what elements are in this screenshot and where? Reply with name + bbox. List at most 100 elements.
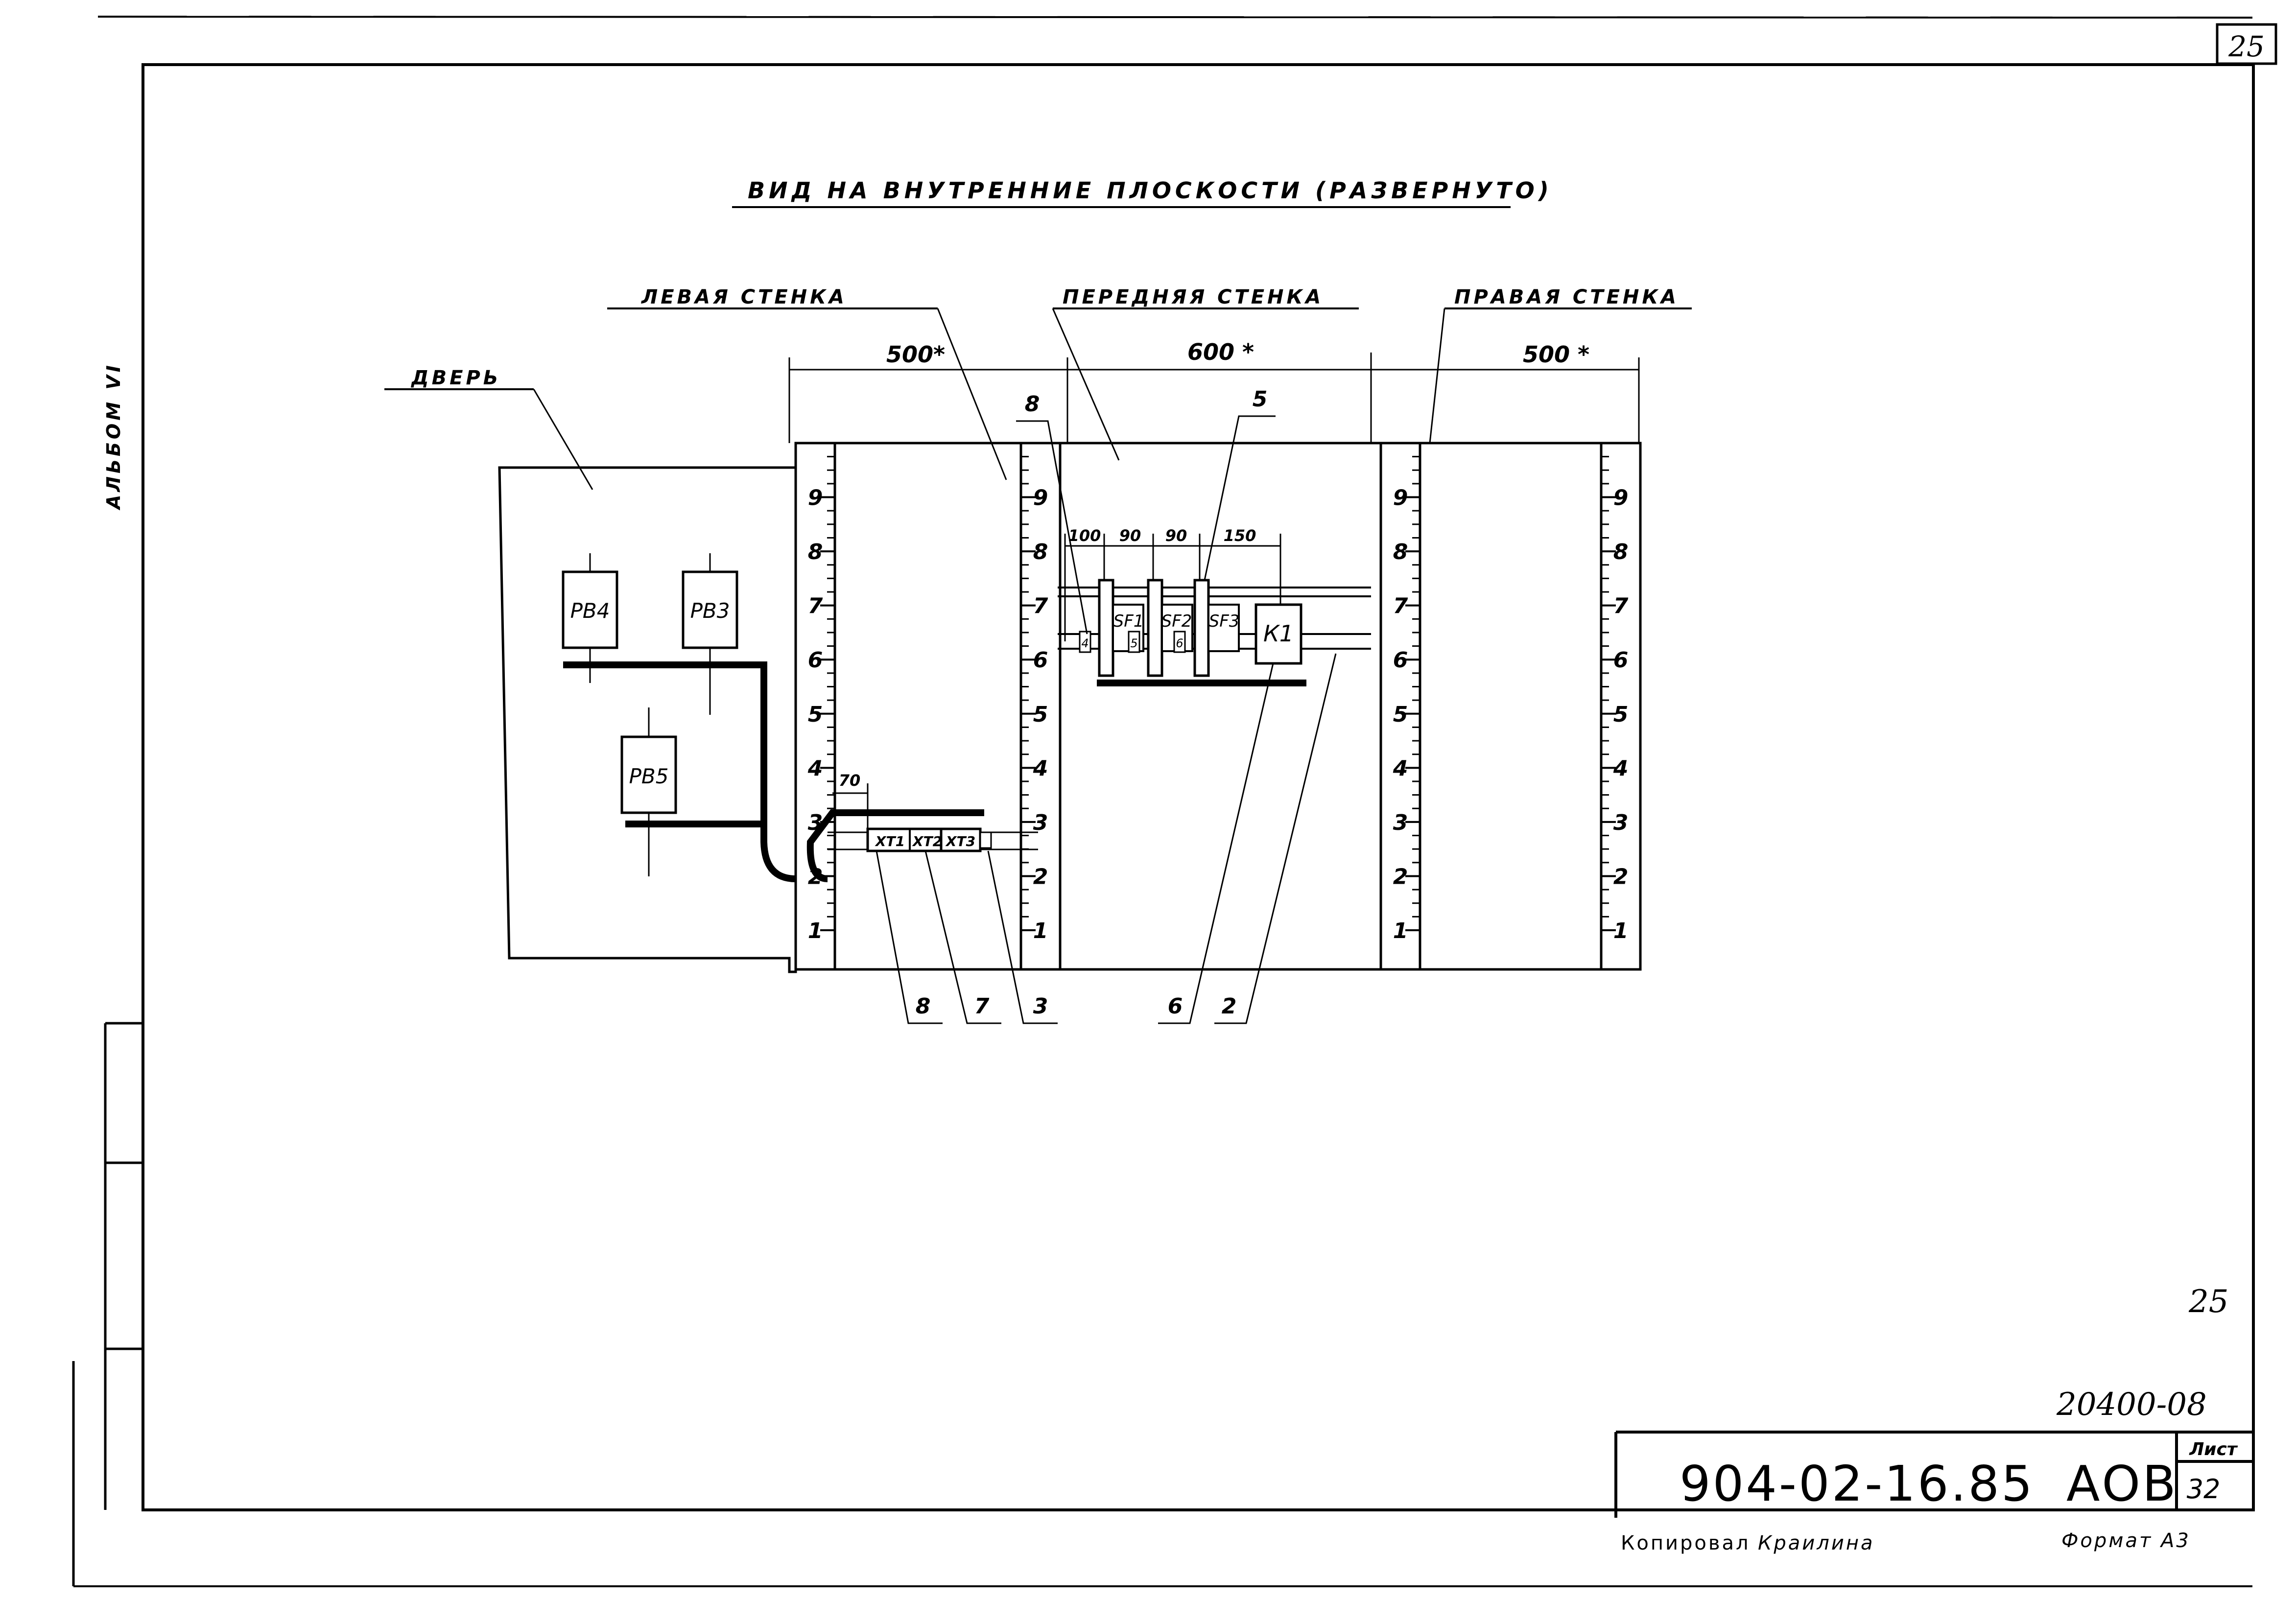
scale-mark: 1: [1613, 918, 1629, 943]
sheet-label: Лист: [2189, 1439, 2238, 1459]
device-pb5-label: РВ5: [629, 764, 669, 788]
device-pb5: РВ5: [620, 707, 677, 876]
scale-strip-right-a: 1 2 3 4 5 6 7 8 9: [1379, 442, 1421, 971]
scale-mark: 6: [1393, 648, 1408, 673]
scale-mark: 8: [1613, 540, 1629, 565]
left-margin-stamp: [72, 1022, 143, 1586]
leader-lines: [533, 308, 1445, 1024]
spacing-90-a: 90: [1119, 526, 1141, 545]
callout-bottom-7: 7: [974, 994, 990, 1019]
scale-mark: 9: [1393, 486, 1408, 511]
breaker-sf3-label: SF3: [1209, 612, 1240, 631]
scale-mark: 6: [808, 648, 823, 673]
svg-text:6: 6: [1176, 636, 1183, 650]
scale-mark: 9: [1613, 486, 1629, 511]
scale-mark: 7: [1033, 594, 1048, 619]
terminal-xt3: ХТ3: [945, 833, 975, 849]
component-spacing-dims: [1064, 534, 1281, 641]
scale-mark: 6: [1033, 648, 1048, 673]
scale-mark: 4: [1033, 756, 1048, 781]
archive-number: 20400-08: [2056, 1387, 2207, 1423]
small-marks: 4 5 6: [1079, 631, 1186, 653]
scale-mark: 2: [1393, 864, 1408, 889]
spacing-90-b: 90: [1165, 526, 1187, 545]
scale-mark: 8: [808, 540, 823, 565]
scale-mark: 7: [808, 594, 823, 619]
album-label: АЛЬБОМ VI: [103, 362, 124, 511]
scale-mark: 2: [1613, 864, 1629, 889]
scale-mark: 4: [1613, 756, 1629, 781]
scale-mark: 3: [1393, 810, 1408, 835]
format-label: Формат А3: [2061, 1529, 2191, 1552]
contactor-k1-label: К1: [1263, 620, 1294, 647]
sheet-frame: [142, 63, 2255, 1511]
scale-mark: 4: [807, 756, 823, 781]
svg-text:5: 5: [1130, 636, 1137, 650]
scale-mark: 7: [1613, 594, 1629, 619]
scale-mark: 8: [1033, 540, 1048, 565]
scale-mark: 5: [1613, 702, 1629, 727]
breaker-sf1-label: SF1: [1113, 612, 1144, 631]
callout-bottom-3: 3: [1033, 994, 1048, 1019]
scale-mark: 6: [1613, 648, 1629, 673]
title-block: [1614, 1431, 2253, 1518]
scale-mark: 1: [808, 918, 823, 943]
spacing-100: 100: [1068, 526, 1101, 545]
dimension-line: [788, 353, 1640, 443]
scale-mark: 1: [1033, 918, 1048, 943]
scale-mark: 2: [1033, 864, 1048, 889]
scale-mark: 9: [1033, 486, 1048, 511]
callout-bottom-6: 6: [1168, 994, 1183, 1019]
contactor-k1: К1: [1255, 603, 1302, 665]
scale-mark: 7: [1393, 594, 1408, 619]
diagram-title: ВИД НА ВНУТРЕННИЕ ПЛОСКОСТИ (РАЗВЕРНУТО): [748, 177, 1553, 204]
terminal-offset-dim: [832, 783, 869, 829]
device-pb4-label: РВ4: [570, 599, 610, 623]
device-pb3: РВ3: [682, 553, 738, 715]
cable-bundle-door: [563, 661, 984, 882]
scale-mark: 3: [1033, 810, 1048, 835]
device-pb3-label: РВ3: [690, 599, 730, 623]
copier-name: Краилина: [1758, 1532, 1875, 1554]
top-edge-line: [97, 16, 2253, 19]
dim-front-width: 600 *: [1187, 339, 1254, 365]
document-mark: АОВ: [2066, 1455, 2178, 1512]
copied-by-label: Копировал: [1621, 1532, 1751, 1554]
label-front-wall: ПЕРЕДНЯЯ СТЕНКА: [1063, 286, 1324, 308]
label-door: ДВЕРЬ: [410, 367, 501, 389]
callout-top-8: 8: [1025, 392, 1040, 417]
scale-strip-right-b: 1 2 3 4 5 6 7 8 9: [1600, 442, 1642, 971]
device-pb4: РВ4: [562, 553, 618, 683]
svg-text:4: 4: [1081, 636, 1089, 650]
label-left-wall: ЛЕВАЯ СТЕНКА: [641, 286, 847, 308]
scale-mark: 8: [1393, 540, 1408, 565]
scale-mark: 4: [1393, 756, 1408, 781]
terminal-xt1: ХТ1: [875, 833, 905, 849]
scale-mark: 9: [808, 486, 823, 511]
breaker-sf3: SF3: [1193, 579, 1240, 677]
terminal-xt2: ХТ2: [912, 833, 942, 849]
scale-mark: 5: [1033, 702, 1048, 727]
spacing-150: 150: [1224, 526, 1256, 545]
dim-left-width: 500*: [886, 341, 945, 368]
scale-mark: 5: [808, 702, 823, 727]
dim-right-width: 500 *: [1523, 341, 1589, 368]
scale-mark: 5: [1393, 702, 1408, 727]
callout-bottom-8: 8: [916, 994, 931, 1019]
sheet-number: 32: [2187, 1474, 2221, 1505]
document-code: 904-02-16.85: [1680, 1455, 2035, 1512]
scale-mark: 1: [1393, 918, 1408, 943]
terminal-offset-70: 70: [839, 771, 861, 790]
breaker-sf2-label: SF2: [1161, 612, 1192, 631]
page-number-hand: 25: [2188, 1284, 2228, 1320]
label-right-wall: ПРАВАЯ СТЕНКА: [1454, 286, 1679, 308]
callout-bottom-2: 2: [1222, 994, 1237, 1019]
scale-mark: 3: [1613, 810, 1629, 835]
callout-top-5: 5: [1253, 387, 1268, 412]
corner-number: 25: [2228, 30, 2265, 63]
scale-strip-left-b: 1 2 3 4 5 6 7 8 9: [1019, 442, 1062, 971]
terminal-block: ХТ1 ХТ2 ХТ3: [828, 827, 1038, 852]
